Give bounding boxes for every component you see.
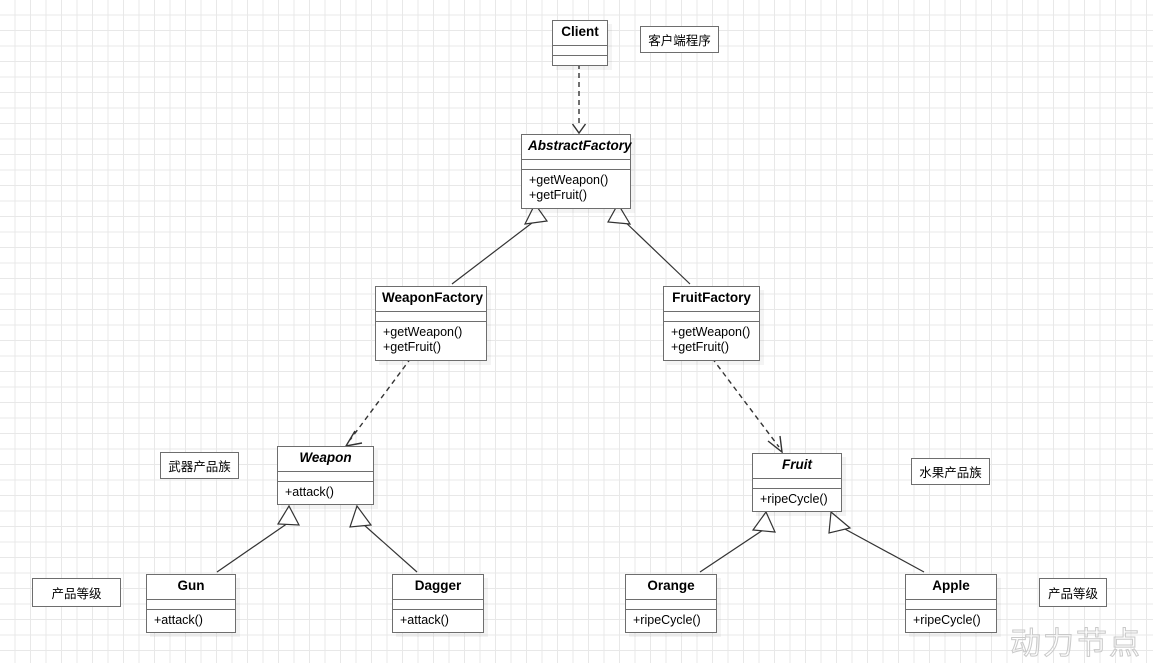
class-attributes-compartment <box>522 158 630 169</box>
class-box-abstractfactory[interactable]: AbstractFactory +getWeapon() +getFruit() <box>521 134 632 209</box>
class-attributes-compartment <box>626 598 716 609</box>
watermark-text: 动力节点 <box>1010 626 1142 663</box>
class-operations-compartment: +attack() <box>278 480 373 504</box>
class-operations-compartment: +getWeapon() +getFruit() <box>664 320 759 360</box>
edge-fruitfactory-to-fruit <box>711 357 783 454</box>
edge-weaponfactory-to-weapon <box>344 357 412 447</box>
class-operations-compartment: +ripeCycle() <box>753 487 841 511</box>
class-operations-compartment <box>553 54 607 65</box>
class-attributes-compartment <box>393 598 483 609</box>
class-box-weaponfactory[interactable]: WeaponFactory +getWeapon() +getFruit() <box>375 286 487 361</box>
operation-item: +getWeapon() <box>671 324 751 339</box>
operation-item: +getWeapon() <box>529 172 609 187</box>
edge-client-to-abstractfactory <box>571 64 587 135</box>
class-attributes-compartment <box>664 310 759 321</box>
class-operations-compartment: +getWeapon() +getFruit() <box>376 320 486 360</box>
class-name-fruitfactory: FruitFactory <box>672 290 751 305</box>
class-name-client: Client <box>561 24 599 39</box>
class-name-abstractfactory: AbstractFactory <box>528 138 632 153</box>
note-fruit-product-family[interactable]: 水果产品族 <box>911 458 990 485</box>
note-product-level-left[interactable]: 产品等级 <box>32 578 121 607</box>
class-attributes-compartment <box>147 598 235 609</box>
class-attributes-compartment <box>753 477 841 488</box>
edge-orange-to-fruit <box>699 510 776 573</box>
class-name-orange: Orange <box>647 578 695 593</box>
operation-item: +getWeapon() <box>383 324 463 339</box>
class-box-client[interactable]: Client <box>552 20 608 66</box>
operation-item: +getFruit() <box>671 340 730 355</box>
class-name-weaponfactory: WeaponFactory <box>382 290 484 305</box>
note-product-level-right[interactable]: 产品等级 <box>1039 578 1107 607</box>
edge-dagger-to-weapon <box>349 504 418 573</box>
class-operations-compartment: +attack() <box>393 608 483 632</box>
edge-apple-to-fruit <box>828 510 925 573</box>
class-operations-compartment: +ripeCycle() <box>626 608 716 632</box>
operation-item: +ripeCycle() <box>760 491 828 506</box>
class-operations-compartment: +getWeapon() +getFruit() <box>522 168 630 208</box>
operation-item: +attack() <box>400 612 449 627</box>
class-attributes-compartment <box>376 310 486 321</box>
edge-gun-to-weapon <box>216 504 301 573</box>
class-box-fruitfactory[interactable]: FruitFactory +getWeapon() +getFruit() <box>663 286 760 361</box>
class-box-weapon[interactable]: Weapon +attack() <box>277 446 374 506</box>
class-box-fruit[interactable]: Fruit +ripeCycle() <box>752 453 842 513</box>
operation-item: +attack() <box>285 484 334 499</box>
note-client-program[interactable]: 客户端程序 <box>640 26 719 53</box>
class-box-orange[interactable]: Orange +ripeCycle() <box>625 574 717 634</box>
edge-fruitfactory-to-abstractfactory <box>607 202 691 285</box>
operation-item: +attack() <box>154 612 203 627</box>
class-name-fruit: Fruit <box>782 457 812 472</box>
edge-weaponfactory-to-abstractfactory <box>451 202 549 285</box>
class-box-gun[interactable]: Gun +attack() <box>146 574 236 634</box>
class-operations-compartment: +ripeCycle() <box>906 608 996 632</box>
class-attributes-compartment <box>278 470 373 481</box>
operation-item: +ripeCycle() <box>633 612 701 627</box>
class-name-dagger: Dagger <box>414 578 462 593</box>
class-operations-compartment: +attack() <box>147 608 235 632</box>
class-box-dagger[interactable]: Dagger +attack() <box>392 574 484 634</box>
operation-item: +getFruit() <box>383 340 442 355</box>
class-box-apple[interactable]: Apple +ripeCycle() <box>905 574 997 634</box>
class-name-apple: Apple <box>932 578 970 593</box>
class-attributes-compartment <box>906 598 996 609</box>
class-attributes-compartment <box>553 44 607 55</box>
class-name-weapon: Weapon <box>299 450 352 465</box>
class-name-gun: Gun <box>177 578 205 593</box>
operation-item: +ripeCycle() <box>913 612 981 627</box>
note-weapon-product-family[interactable]: 武器产品族 <box>160 452 239 479</box>
operation-item: +getFruit() <box>529 188 588 203</box>
